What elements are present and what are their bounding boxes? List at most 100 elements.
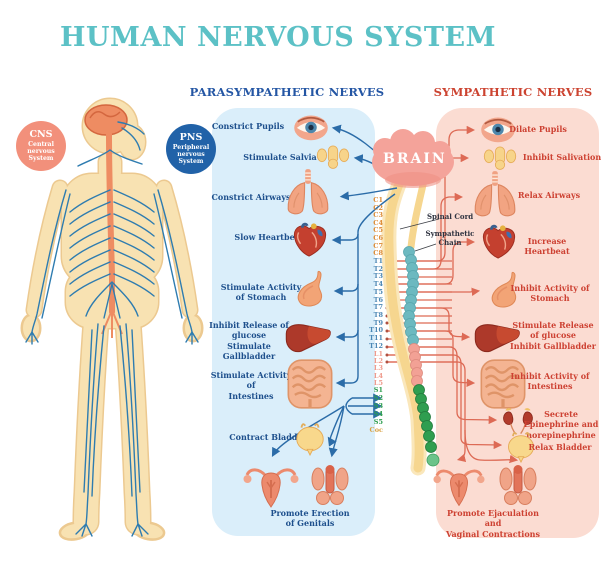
chain-ganglion — [404, 302, 416, 314]
chain-ganglion — [411, 367, 423, 379]
vertebra-label-coccygeal: Coc — [369, 426, 383, 434]
cns-line2: nervous — [27, 147, 55, 155]
symp-genitals-label: Promote Ejaculation and Vaginal Contract… — [446, 508, 540, 539]
para-pupils-label: Constrict Pupils — [211, 121, 285, 131]
para-genitals-label: Promote Erection of Genitals — [270, 508, 350, 529]
vertebra-label-S2: S2 — [373, 394, 383, 402]
vertebra-label-C1: C1 — [373, 196, 383, 204]
eye-icon — [293, 112, 329, 142]
cns-line3: System — [28, 155, 54, 163]
female-genitals-icon — [243, 462, 299, 508]
vertebra-label-T2: T2 — [373, 265, 383, 273]
chain-ganglion — [425, 441, 437, 453]
chain-ganglion — [421, 420, 433, 432]
brain-label: BRAIN — [383, 151, 447, 167]
page-title: HUMAN NERVOUS SYSTEM — [60, 22, 496, 53]
vertebra-label-C6: C6 — [373, 234, 383, 242]
male-genitals-icon — [310, 462, 350, 508]
para-saliva-label: Stimulate Salvia — [243, 152, 317, 162]
chain-ganglion — [407, 278, 419, 290]
symp-intestines-label: Inhibit Activity of Intestines — [510, 371, 590, 392]
para-bladder-label: Contract Bladder — [229, 432, 307, 442]
para-heart-label: Slow Heartbeat — [234, 232, 304, 242]
vertebra-label-T10: T10 — [369, 326, 383, 334]
vertebra-label-L2: L2 — [373, 357, 383, 365]
symp-liver-label: Stimulate Release of glucose Inhibit Gal… — [510, 320, 596, 351]
symp-adrenal-label: Secrete Epinephrine and norepinephrine — [523, 409, 599, 440]
vertebra-label-L1: L1 — [373, 350, 383, 358]
chain-ganglion — [405, 294, 417, 306]
chain-ganglion — [415, 393, 427, 405]
vertebra-label-T11: T11 — [369, 334, 383, 342]
vertebra-label-S1: S1 — [373, 386, 383, 394]
para-airways-label: Constrict Airways — [211, 192, 291, 202]
para-liver-label: Inhibit Release of glucose Stimulate Gal… — [209, 320, 289, 362]
level-line-dots — [385, 259, 389, 364]
vertebra-label-S4: S4 — [373, 410, 383, 418]
intestines-icon — [286, 358, 334, 410]
human-body-figure — [20, 97, 204, 541]
symp-airways-label: Relax Airways — [517, 190, 581, 200]
body-nerves — [25, 121, 199, 537]
vertebra-label-S5: S5 — [373, 418, 383, 426]
vertebra-label-L4: L4 — [373, 372, 383, 380]
chain-ganglion — [406, 286, 418, 298]
vertebra-label-T6: T6 — [373, 296, 383, 304]
chain-ganglion — [403, 310, 415, 322]
vertebra-label-T8: T8 — [373, 311, 383, 319]
chain-ganglion — [417, 402, 429, 414]
salivary-glands-icon — [316, 144, 350, 170]
spinal-cord-label: Spinal Cord — [427, 212, 474, 221]
pns-badge: PNS Peripheral nervous System — [166, 124, 216, 174]
chain-ganglion — [407, 270, 419, 282]
para-intestines-label: Stimulate Activity of Intestines — [210, 370, 292, 401]
chain-ganglion — [407, 334, 419, 346]
pns-line3: System — [178, 158, 204, 166]
lungs-icon — [283, 168, 333, 220]
chain-ganglion — [423, 430, 435, 442]
salivary-glands-icon — [483, 145, 517, 171]
female-genitals-icon — [433, 462, 485, 508]
chain-ganglion — [410, 359, 422, 371]
sympathetic-header: SYMPATHETIC NERVES — [433, 85, 593, 99]
sympathetic-chain-label: Sympathetic Chain — [425, 229, 475, 247]
cns-line1: Central — [28, 140, 54, 148]
sympathetic-chain-ganglia — [403, 246, 440, 467]
chain-ganglion — [406, 262, 418, 274]
vertebra-label-T1: T1 — [373, 257, 383, 265]
vertebra-label-T3: T3 — [373, 272, 383, 280]
chain-ganglion — [409, 351, 421, 363]
pns-line2: nervous — [177, 150, 205, 158]
vertebra-label-T5: T5 — [373, 288, 383, 296]
vertebra-label-T12: T12 — [369, 342, 383, 350]
chain-ganglion — [403, 246, 415, 258]
chain-ganglion — [408, 343, 420, 355]
vertebra-label-C3: C3 — [373, 211, 383, 219]
vertebra-label-T9: T9 — [373, 319, 383, 327]
pns-abbr: PNS — [179, 131, 203, 143]
symp-bladder-label: Relax Bladder — [528, 442, 592, 452]
vertebra-label-T7: T7 — [373, 303, 383, 311]
spinal-cord — [381, 164, 427, 476]
liver-icon — [284, 320, 334, 354]
symp-stomach-label: Inhibit Activity of Stomach — [510, 283, 590, 304]
para-stomach-label: Stimulate Activity of Stomach — [220, 282, 302, 303]
chain-ganglion — [404, 318, 416, 330]
cns-abbr: CNS — [29, 128, 53, 140]
chain-ganglion — [405, 326, 417, 338]
vertebra-label-C7: C7 — [373, 242, 383, 250]
male-genitals-icon — [498, 462, 538, 508]
vertebra-label-C5: C5 — [373, 226, 383, 234]
symp-pupils-label: Dilate Pupils — [509, 124, 567, 134]
vertebra-label-T4: T4 — [373, 280, 383, 288]
pns-line1: Peripheral — [172, 143, 210, 151]
vertebra-label-C2: C2 — [373, 204, 383, 212]
symp-salivation-label: Inhibit Salivation — [522, 152, 602, 162]
chain-ganglion — [411, 375, 423, 387]
vertebra-label-S3: S3 — [373, 402, 383, 410]
chain-ganglion — [419, 411, 431, 423]
cns-badge: CNS Central nervous System — [16, 121, 66, 171]
chain-ganglion — [413, 384, 425, 396]
heart-icon — [291, 222, 329, 258]
